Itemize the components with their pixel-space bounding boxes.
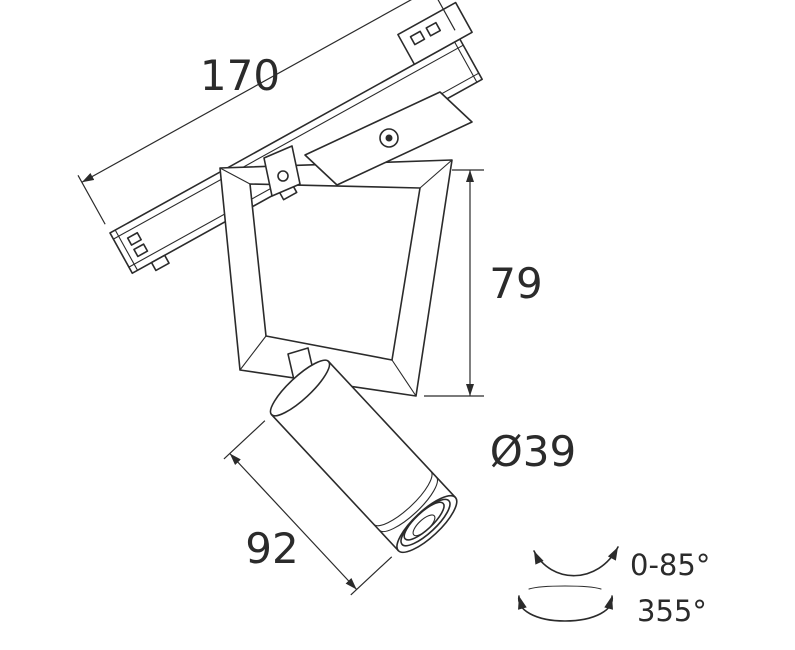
claw-screw [277, 170, 289, 182]
track-mounting-tab [150, 254, 170, 272]
rotation-arrow [518, 585, 613, 622]
lens-reflection [412, 514, 436, 537]
tilt-range-label: 0-85° [630, 548, 710, 582]
dim-suspension-height [424, 169, 484, 397]
arrowhead [607, 547, 618, 561]
dim-line [229, 453, 358, 590]
rotation-arc-bottom [518, 595, 613, 622]
arrowhead [604, 596, 613, 610]
track-contact-clip [133, 243, 149, 258]
head-diameter-label: Ø39 [490, 427, 577, 476]
dim-suspension-height-label: 79 [489, 259, 542, 308]
dim-extension-lines [77, 0, 456, 225]
tilt-arrow [533, 546, 619, 577]
dim-track-length [77, 0, 456, 225]
arrowhead [518, 596, 527, 610]
track-contact-clip [126, 231, 142, 246]
dim-head-length-label: 92 [245, 524, 298, 573]
spot-head [223, 359, 458, 596]
cylinder-body-fill [271, 361, 456, 551]
rotation-arc-top [528, 585, 602, 590]
adapter-screw-center [385, 134, 393, 142]
dim-head-length [223, 420, 393, 596]
cylinder-groove [373, 470, 433, 527]
cylinder-groove [378, 476, 438, 533]
dim-line [81, 0, 433, 183]
bracket-corner-folds [219, 159, 453, 397]
track-rail [77, 0, 483, 275]
track-end-seams [114, 41, 478, 271]
tilt-arc [533, 546, 619, 577]
dim-track-length-label: 170 [200, 51, 280, 100]
track-adapter-plate [304, 91, 473, 186]
rotation-range-label: 355° [637, 594, 707, 628]
dim-extension-lines [223, 420, 393, 596]
arrowhead [534, 551, 544, 565]
